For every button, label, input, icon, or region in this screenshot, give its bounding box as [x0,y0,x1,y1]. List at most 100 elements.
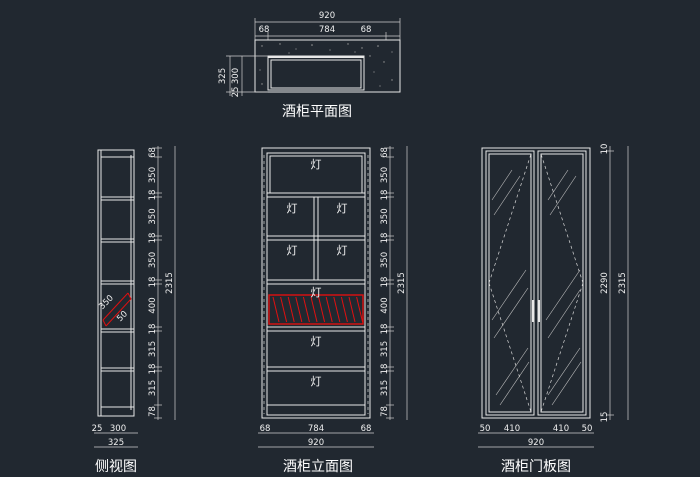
side-outline [97,149,135,417]
door-right-glass [540,153,584,413]
side-dim-bottom-a: 25 [92,424,103,434]
door-dim-b3: 410 [553,424,569,434]
door-dim-top: 10 [600,144,610,155]
elev-dim-bottom-right: 68 [361,424,372,434]
elev-light-6: 灯 [311,286,322,299]
door-title: 酒柜门板图 [501,459,571,475]
plan-cabinet-inner [270,59,362,89]
plan-dim-inner: 300 [231,68,241,84]
side-rack [102,292,132,327]
door-dim-b1: 50 [480,424,491,434]
door-glass-hatch [491,169,582,406]
rack-bar [302,296,310,323]
door-handle-left [532,300,534,322]
elev-vdim-label: 18 [380,233,390,244]
door-dim-total: 2315 [618,272,628,294]
elev-top-cell [269,155,363,194]
plan-dim-left: 68 [259,25,270,35]
side-vdim-label: 18 [148,190,158,201]
elev-dim-bottom-mid: 784 [308,424,324,434]
elev-light-4: 灯 [287,244,298,257]
elev-dim-bottom-total: 920 [308,438,324,448]
elev-vdim-label: 18 [380,364,390,375]
door-dim-mid: 2290 [600,272,610,294]
elev-light-2: 灯 [287,202,298,215]
side-vdim-label: 315 [148,380,158,396]
side-vdim-label: 78 [148,406,158,417]
door-left-panel [485,150,535,416]
side-vdim-label: 18 [148,277,158,288]
side-vdim-label: 18 [148,233,158,244]
side-rack-dim-b: 50 [115,309,130,324]
elev-dim-bottom-left: 68 [260,424,271,434]
door-right-panel [537,150,587,416]
elev-title: 酒柜立面图 [283,459,353,475]
elev-vdim-label: 315 [380,380,390,396]
door-view: 10 2290 15 2315 50 410 410 50 920 酒柜门板图 [478,144,629,475]
side-vdim-label: 350 [148,208,158,224]
elev-light-3: 灯 [337,202,348,215]
elev-shelves [267,192,365,406]
elev-vdim-label: 68 [380,147,390,158]
elev-wine-rack [268,294,364,325]
elev-vdim-label: 18 [380,190,390,201]
door-dim-bottom: 15 [600,412,610,423]
side-title: 侧视图 [95,459,137,475]
side-vdim-label: 18 [148,364,158,375]
elev-outer [261,147,371,419]
rack-bar [325,296,333,323]
elev-vdim-label: 78 [380,406,390,417]
elev-light-7: 灯 [311,335,322,348]
plan-dim-total: 920 [319,11,335,21]
plan-dim-depth: 325 [218,68,228,84]
side-dim-total: 2315 [165,272,175,294]
plan-dim-mid: 784 [319,25,335,35]
rack-bar [310,296,318,323]
door-dim-b4: 50 [582,424,593,434]
door-dim-b2: 410 [504,424,520,434]
rack-bar [356,296,364,323]
plan-dim-back: 25 [231,87,241,98]
elev-vdim-label: 350 [380,208,390,224]
side-vdim-label: 315 [148,341,158,357]
side-dim-bottom-total: 325 [108,438,124,448]
plan-view: 920 68 784 68 325 300 25 酒柜平面图 [218,11,401,120]
rack-bar [295,296,303,323]
rack-bar [340,296,348,323]
rack-bar [318,296,326,323]
side-vdim-label: 18 [148,324,158,335]
door-swing-lines [488,153,584,413]
door-dim-bottom-total: 920 [528,438,544,448]
side-view: 350 50 68350183501835018400183151831578 … [92,146,176,475]
elev-vdim-label: 18 [380,324,390,335]
side-vdim-label: 68 [148,147,158,158]
plan-title: 酒柜平面图 [282,104,352,120]
side-shelves [101,156,134,408]
side-vdim-label: 400 [148,297,158,313]
elev-dim-total: 2315 [397,272,407,294]
elev-vdim-label: 350 [380,252,390,268]
door-handle-right [538,300,540,322]
plan-dim-right: 68 [361,25,372,35]
elev-vdim-label: 315 [380,341,390,357]
plan-cabinet-outline [267,55,365,91]
elev-vdim-label: 18 [380,277,390,288]
elev-light-1: 灯 [311,158,322,171]
door-left-glass [488,153,532,413]
elevation-view: 灯 灯 灯 灯 灯 灯 灯 灯 683501835018350184001831… [258,146,408,475]
rack-bar [280,296,288,323]
elev-light-5: 灯 [337,244,348,257]
elev-light-8: 灯 [311,375,322,388]
rack-bar [287,296,295,323]
rack-bar [333,296,341,323]
rack-bar [272,296,280,323]
side-vdim-label: 350 [148,167,158,183]
side-dim-bottom-b: 300 [110,424,126,434]
side-vdim-label: 350 [148,252,158,268]
rack-bar [348,296,356,323]
plan-speckles [259,43,393,87]
elev-vdim-label: 400 [380,297,390,313]
door-frame [481,147,591,419]
